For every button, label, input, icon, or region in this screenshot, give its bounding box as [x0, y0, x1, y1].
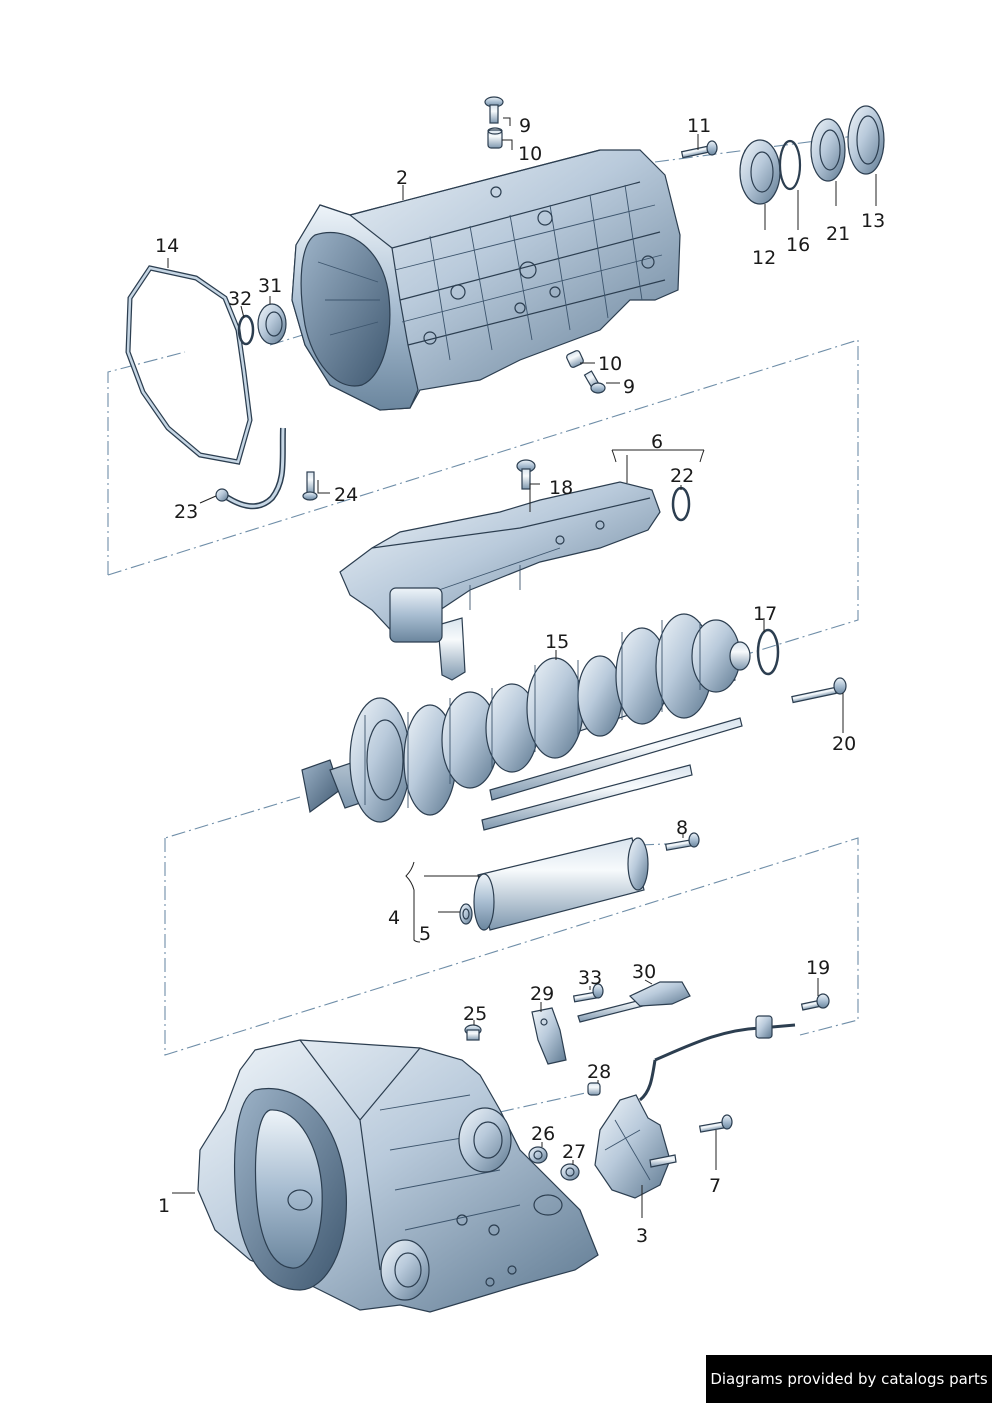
callout-25: 25	[463, 1003, 487, 1025]
callout-11: 11	[687, 115, 711, 137]
transmission-housing	[291, 149, 681, 411]
callout-4: 4	[388, 907, 400, 929]
callout-2: 2	[396, 167, 408, 189]
bolt-19	[800, 993, 830, 1011]
callout-30: 30	[632, 961, 656, 983]
bolt-18	[516, 459, 536, 490]
sleeve-10-top	[487, 127, 503, 149]
callout-13: 13	[861, 210, 885, 232]
bolt-24	[302, 471, 318, 501]
callout-32: 32	[228, 288, 252, 310]
callout-8: 8	[676, 817, 688, 839]
bolt-9-top	[484, 96, 504, 124]
callout-5: 5	[419, 923, 431, 945]
seal-26	[528, 1146, 548, 1164]
bolt-33	[572, 983, 604, 1003]
callout-7: 7	[709, 1175, 721, 1197]
callout-16: 16	[786, 234, 810, 256]
callout-31: 31	[258, 275, 282, 297]
bracket-29	[531, 1007, 567, 1065]
callout-19: 19	[806, 957, 830, 979]
callout-labels: 1 2 3 4 5 6 7 8 9 9 10 10 11 12 13 14 15…	[155, 115, 885, 1247]
callout-10-bottom: 10	[598, 353, 622, 375]
callout-33: 33	[578, 967, 602, 989]
callout-24: 24	[334, 484, 358, 506]
ring-22	[671, 486, 691, 522]
plug-28	[587, 1082, 601, 1096]
bolt-9-bottom	[583, 370, 606, 394]
seal-5	[459, 903, 473, 925]
ring-13	[847, 105, 885, 175]
callout-29: 29	[530, 983, 554, 1005]
callout-17: 17	[753, 603, 777, 625]
circlip-32	[237, 314, 255, 346]
gear-shaft-assembly-15	[301, 613, 751, 831]
callout-9-top: 9	[519, 115, 531, 137]
bearing-12	[739, 139, 781, 205]
gasket-14	[125, 265, 253, 465]
callout-21: 21	[826, 223, 850, 245]
callout-20: 20	[832, 733, 856, 755]
callout-12: 12	[752, 247, 776, 269]
filter-4	[473, 837, 649, 931]
callout-15: 15	[545, 631, 569, 653]
callout-22: 22	[670, 465, 694, 487]
callout-6: 6	[651, 431, 663, 453]
actuator-3	[594, 1094, 677, 1199]
callout-1: 1	[158, 1195, 170, 1217]
circlip-16	[778, 139, 802, 191]
ring-31	[257, 303, 287, 345]
breather-pipe-23	[215, 427, 286, 510]
callout-28: 28	[587, 1061, 611, 1083]
sleeve-10-bottom	[566, 350, 584, 368]
bell-housing	[197, 1039, 599, 1313]
seal-27	[560, 1163, 580, 1181]
selector-rod-30	[577, 981, 691, 1023]
callout-10-top: 10	[518, 143, 542, 165]
leader-lines	[167, 117, 877, 1218]
callout-27: 27	[562, 1141, 586, 1163]
callout-3: 3	[636, 1225, 648, 1247]
plug-25	[464, 1024, 482, 1041]
sensor-cable	[639, 1015, 796, 1102]
bearing-race-21	[810, 118, 846, 182]
callout-18: 18	[549, 477, 573, 499]
circlip-17	[756, 628, 780, 676]
cover-6	[339, 481, 661, 681]
bolt-8	[664, 832, 700, 851]
callout-23: 23	[174, 501, 198, 523]
callout-14: 14	[155, 235, 179, 257]
callout-26: 26	[531, 1123, 555, 1145]
catalog-credit-banner: Diagrams provided by catalogs parts	[706, 1355, 992, 1403]
bolt-11	[680, 140, 718, 159]
bolt-7	[698, 1114, 733, 1133]
bolt-20	[791, 677, 847, 704]
callout-9-bottom: 9	[623, 376, 635, 398]
